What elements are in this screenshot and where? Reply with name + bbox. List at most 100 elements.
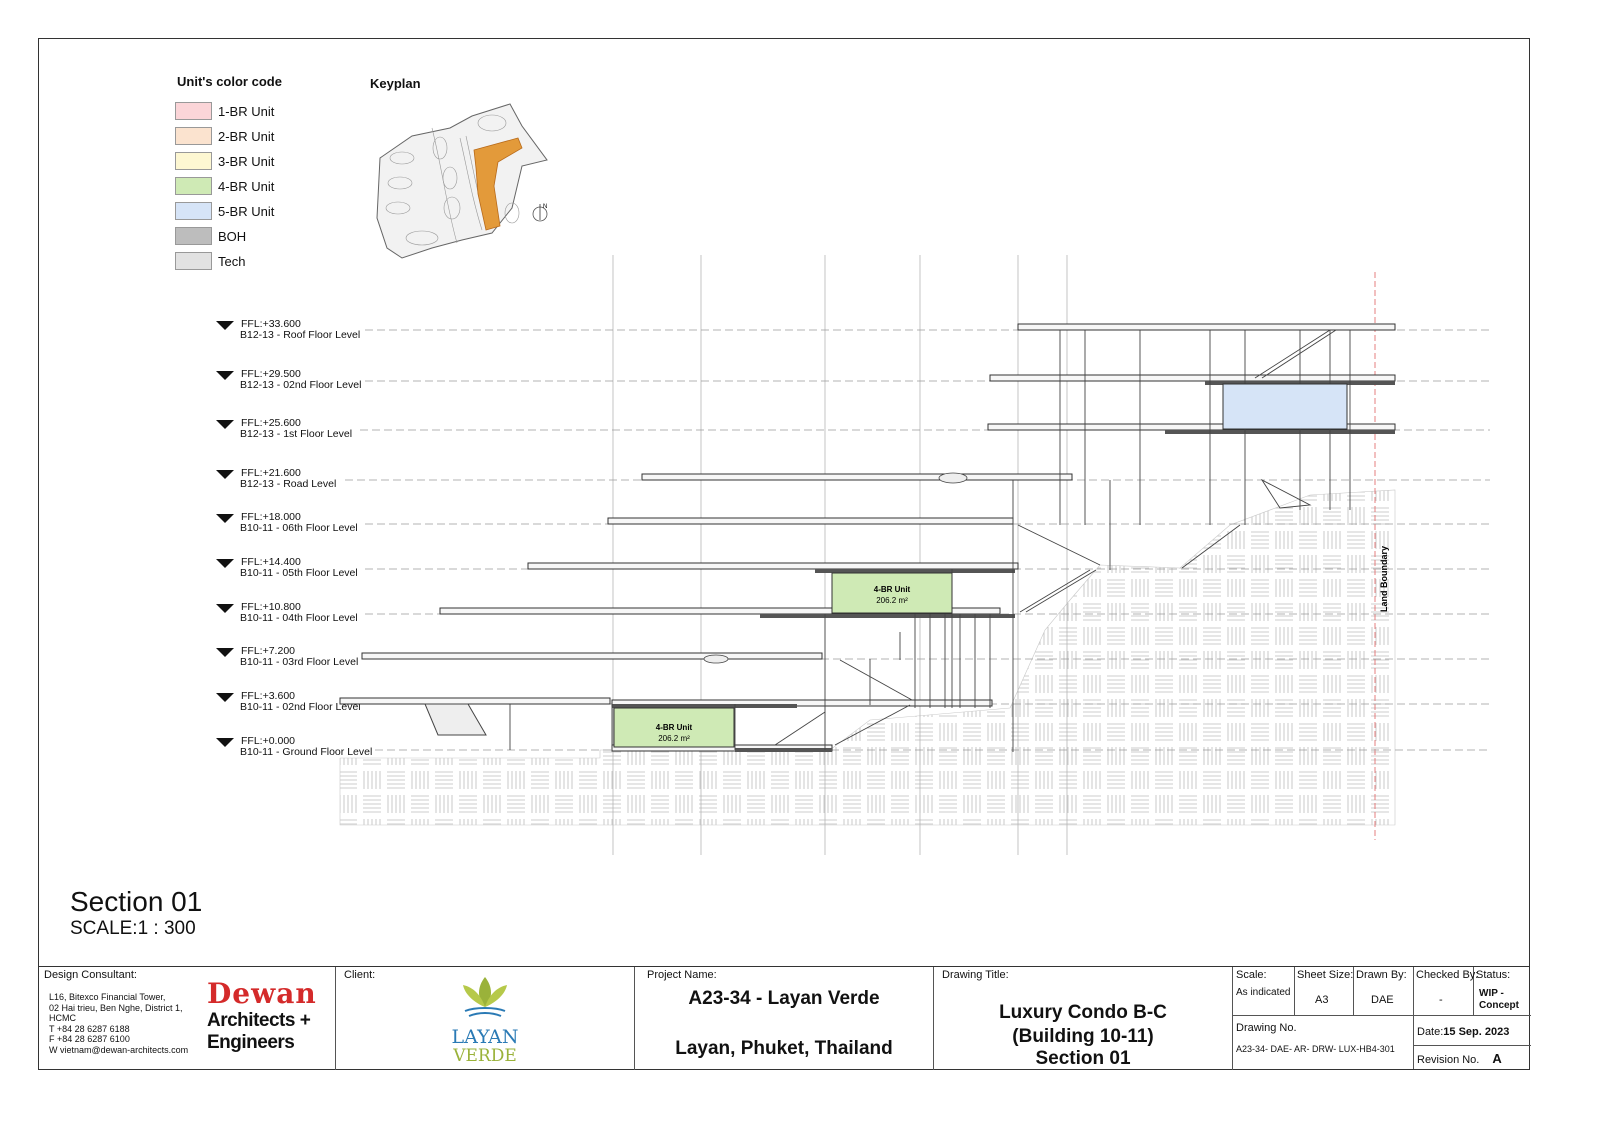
scale-value: As indicated — [1236, 987, 1291, 998]
legend-label: 5-BR Unit — [218, 203, 275, 219]
legend-swatch — [175, 177, 212, 195]
stairs — [774, 329, 1337, 746]
level-elevation: FFL:+7.200 — [241, 645, 295, 657]
legend-item: 4-BR Unit — [175, 175, 274, 197]
revision-value: A — [1492, 1051, 1502, 1066]
level-triangle-icon — [216, 604, 234, 613]
sheet-size-label: Sheet Size: — [1297, 969, 1354, 981]
legend-swatch — [175, 252, 212, 270]
legend-label: Tech — [218, 253, 246, 269]
dome-feature — [938, 472, 968, 484]
date-value: 15 Sep. 2023 — [1443, 1026, 1510, 1038]
consultant-address: L16, Bitexco Financial Tower, 02 Hai tri… — [49, 992, 189, 1055]
status-value: WIP - Concept — [1479, 988, 1519, 1011]
legend-label: 4-BR Unit — [218, 178, 275, 194]
verde-logo-word: VERDE — [453, 1046, 517, 1066]
lotus-icon — [463, 977, 507, 1017]
legend-item: 2-BR Unit — [175, 125, 274, 147]
section-scale: SCALE:1 : 300 — [70, 918, 196, 939]
legend-swatch — [175, 202, 212, 220]
level-triangle-icon — [216, 514, 234, 523]
keyplan-map: N — [376, 103, 548, 259]
scale-label: Scale: — [1236, 969, 1267, 981]
project-name-label: Project Name: — [647, 969, 717, 981]
legend-item: Tech — [175, 250, 245, 272]
drawn-by-value: DAE — [1371, 994, 1394, 1006]
level-name: B12-13 - 1st Floor Level — [240, 428, 353, 440]
client-cell: Client: — [335, 967, 634, 1070]
dewan-logo-line-3: Engineers — [207, 1032, 295, 1053]
level-triangle-icon — [216, 693, 234, 702]
legend-swatch — [175, 227, 212, 245]
legend-item: 1-BR Unit — [175, 100, 274, 122]
title-block: Design Consultant: L16, Bitexco Financia… — [38, 966, 1531, 1070]
layan-logo-word: LAYAN — [451, 1026, 519, 1048]
level-name: B10-11 - 05th Floor Level — [240, 567, 358, 579]
sheet-info-cell: Scale: As indicated Sheet Size: A3 Drawn… — [1232, 967, 1531, 1070]
floor-slabs — [339, 323, 1396, 752]
north-label: N — [543, 204, 547, 210]
north-arrow-icon: N — [532, 204, 548, 222]
date-field: Date:15 Sep. 2023 — [1417, 1026, 1509, 1038]
level-name: B10-11 - 04th Floor Level — [240, 612, 358, 624]
dewan-logo-line-2: Architects + — [207, 1010, 311, 1031]
land-boundary-label: Land Boundary — [1379, 546, 1389, 612]
unit-5br — [1222, 383, 1348, 430]
drawn-by-label: Drawn By: — [1356, 969, 1407, 981]
legend-item: 5-BR Unit — [175, 200, 274, 222]
unit-label: 4-BR Unit — [656, 723, 693, 732]
level-triangle-icon — [216, 470, 234, 479]
project-location: Layan, Phuket, Thailand — [675, 1038, 893, 1059]
dewan-logo: Dewan Architects + Engineers — [207, 977, 317, 1054]
unit-label: 4-BR Unit — [874, 585, 911, 594]
level-name: B10-11 - Ground Floor Level — [240, 746, 373, 758]
drawing-title-label: Drawing Title: — [942, 969, 1009, 981]
client-label: Client: — [344, 969, 376, 981]
level-name: B10-11 - 02nd Floor Level — [240, 701, 361, 713]
drawing-no-value: A23-34- DAE- AR- DRW- LUX-HB4-301 — [1236, 1044, 1395, 1054]
layan-verde-logo: LAYAN VERDE — [440, 973, 530, 1065]
level-name: B10-11 - 06th Floor Level — [240, 522, 358, 534]
dome-feature-2 — [703, 654, 729, 664]
level-elevation: FFL:+33.600 — [241, 318, 301, 330]
legend-item: 3-BR Unit — [175, 150, 274, 172]
checked-by-value: - — [1439, 994, 1443, 1006]
level-name: B12-13 - Road Level — [240, 478, 337, 490]
sheet-size-value: A3 — [1315, 994, 1329, 1006]
level-triangle-icon — [216, 738, 234, 747]
legend-label: 1-BR Unit — [218, 103, 275, 119]
drawing-no-label: Drawing No. — [1236, 1022, 1297, 1034]
level-elevation: FFL:+3.600 — [241, 690, 295, 702]
legend-title: Unit's color code — [177, 74, 282, 89]
unit-area: 206.2 m² — [876, 596, 908, 605]
legend-label: 2-BR Unit — [218, 128, 275, 144]
project-name-cell: Project Name: A23-34 - Layan Verde Layan… — [634, 967, 933, 1070]
legend-swatch — [175, 152, 212, 170]
keyplan-highlight — [473, 137, 523, 231]
level-elevation: FFL:+29.500 — [241, 368, 301, 380]
unit-area: 206.2 m² — [658, 734, 690, 743]
level-elevation: FFL:+25.600 — [241, 417, 301, 429]
level-elevation: FFL:+21.600 — [241, 467, 301, 479]
legend-item: BOH — [175, 225, 246, 247]
level-name: B10-11 - 03rd Floor Level — [240, 656, 359, 668]
unit-4br-upper: 4-BR Unit 206.2 m² — [831, 572, 953, 614]
level-elevation: FFL:+18.000 — [241, 511, 301, 523]
checked-by-label: Checked By: — [1416, 969, 1479, 981]
walls — [509, 330, 1351, 752]
level-triangle-icon — [216, 321, 234, 330]
level-elevation: FFL:+10.800 — [241, 601, 301, 613]
revision-field: Revision No. A — [1417, 1051, 1502, 1066]
keyplan-title: Keyplan — [370, 76, 421, 91]
legend-swatch — [175, 127, 212, 145]
drawing-title-line-1: Luxury Condo B-C — [999, 1002, 1167, 1023]
project-name: A23-34 - Layan Verde — [688, 988, 880, 1009]
design-consultant-cell: Design Consultant: L16, Bitexco Financia… — [38, 967, 335, 1070]
drawing-title-cell: Drawing Title: Luxury Condo B-C (Buildin… — [933, 967, 1232, 1070]
status-label: Status: — [1476, 969, 1511, 981]
section-title: Section 01 — [70, 886, 203, 917]
legend-swatch — [175, 102, 212, 120]
legend-label: 3-BR Unit — [218, 153, 275, 169]
drawing-frame — [38, 38, 1530, 1070]
level-name: B12-13 - Roof Floor Level — [240, 329, 361, 341]
